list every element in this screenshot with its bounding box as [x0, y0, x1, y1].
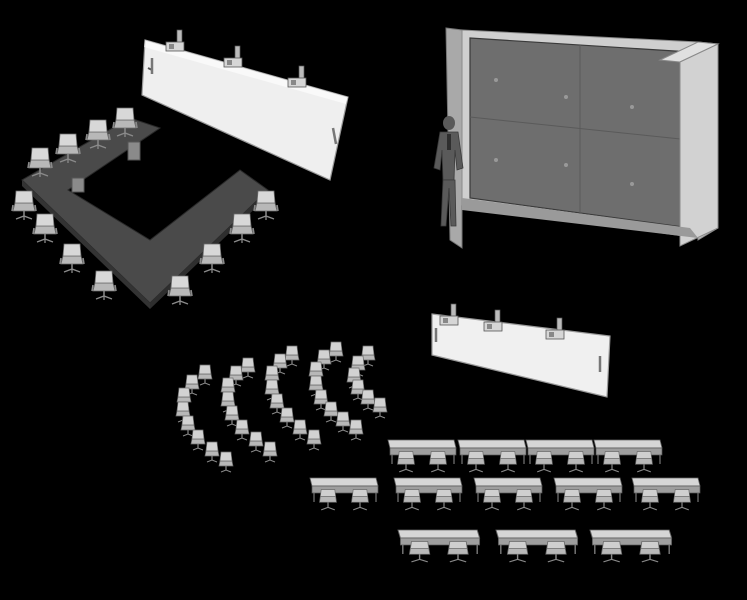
desk-icon — [393, 477, 463, 511]
desk-icon — [309, 477, 379, 511]
desk-icon — [631, 477, 701, 511]
boardroom-whiteboard — [141, 29, 349, 181]
classroom-desks — [309, 439, 701, 563]
desk-icon — [553, 477, 623, 511]
desk-icon — [593, 439, 663, 473]
auditorium-arcs — [175, 341, 388, 473]
desk-icon — [589, 529, 673, 563]
desk-icon — [495, 529, 579, 563]
desk-icon — [387, 439, 457, 473]
projector-icon — [223, 45, 243, 68]
desk-icon — [525, 439, 595, 473]
projector-icon — [439, 303, 459, 326]
person-icon — [433, 116, 464, 227]
projector-icon — [165, 29, 185, 52]
arc-row — [346, 345, 388, 419]
projector-icon — [287, 65, 307, 88]
arc-row — [264, 345, 322, 451]
video-wall — [433, 27, 720, 249]
desk-icon — [457, 439, 527, 473]
small-whiteboard — [431, 303, 611, 398]
desk-icon — [473, 477, 543, 511]
desk-icon — [397, 529, 481, 563]
u-shaped-boardroom — [11, 29, 349, 309]
